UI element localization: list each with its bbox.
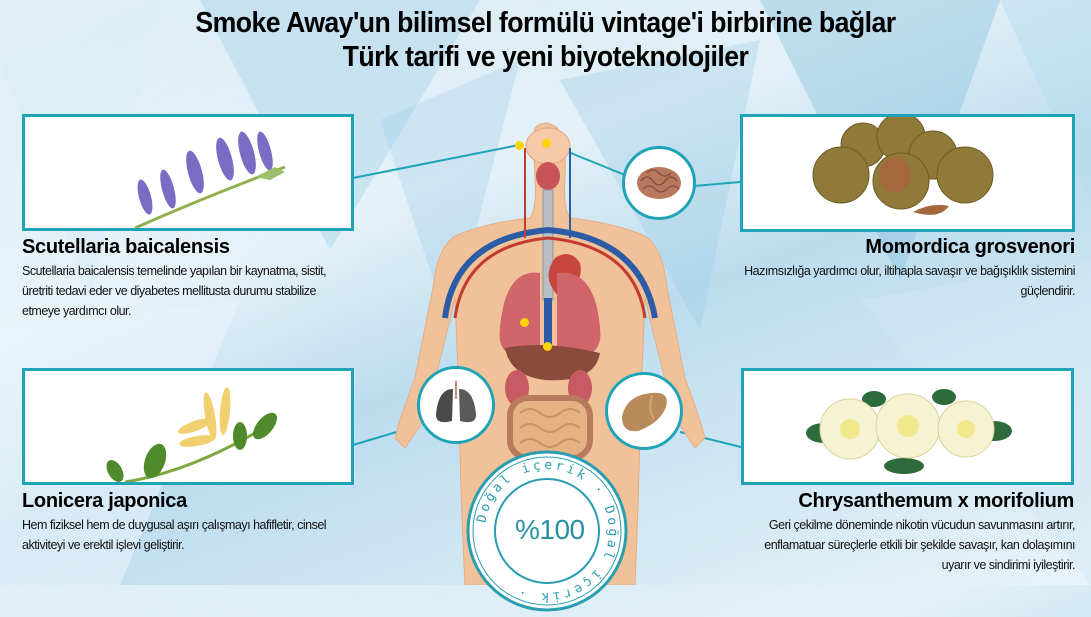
title-line-2: Türk tarifi ve yeni biyoteknolojiler bbox=[342, 41, 749, 73]
lungs-icon bbox=[436, 381, 476, 423]
ingredient-image-lonicera bbox=[22, 368, 354, 485]
stamp-ring: Doğal içerik · Doğal içerik · bbox=[466, 450, 628, 612]
title-line-1: Smoke Away'un bilimsel formülü vintage'i… bbox=[195, 7, 896, 39]
chrysanthemum-icon bbox=[806, 389, 1012, 474]
marker-dot-brain-right bbox=[542, 139, 551, 148]
marker-dot-lungs bbox=[520, 318, 529, 327]
honeysuckle-icon bbox=[106, 387, 277, 482]
lungs-organ-circle bbox=[417, 366, 495, 444]
stamp-value: %100 bbox=[515, 514, 585, 545]
liver-icon bbox=[622, 392, 667, 432]
ingredient-desc-chrysanthemum: Geri çekilme döneminde nikotin vücudun s… bbox=[764, 518, 1075, 572]
ingredient-name-lonicera: Lonicera japonica bbox=[22, 490, 187, 512]
ingredient-desc-lonicera: Hem fiziksel hem de duygusal aşırı çalış… bbox=[22, 518, 327, 552]
ingredient-name-chrysanthemum: Chrysanthemum x morifolium bbox=[798, 490, 1074, 512]
ingredient-image-scutellaria bbox=[22, 114, 354, 231]
page-title: Smoke Away'un bilimsel formülü vintage'i… bbox=[44, 6, 1048, 74]
brain-organ-circle bbox=[622, 146, 696, 220]
ingredient-name-momordica: Momordica grosvenori bbox=[865, 236, 1075, 258]
monk-fruit-icon bbox=[812, 117, 994, 215]
purple-flower-icon bbox=[134, 131, 286, 228]
marker-dot-brain-left bbox=[515, 141, 524, 150]
brain-icon bbox=[637, 167, 681, 199]
ingredient-desc-scutellaria: Scutellaria baicalensis temelinde yapıla… bbox=[22, 264, 327, 318]
liver-organ-circle bbox=[605, 372, 683, 450]
natural-ingredient-stamp: Doğal içerik · Doğal içerik · %100 bbox=[466, 450, 628, 612]
marker-dot-liver bbox=[543, 342, 552, 351]
ingredient-image-momordica bbox=[740, 114, 1075, 232]
ingredient-name-scutellaria: Scutellaria baicalensis bbox=[22, 236, 230, 258]
ingredient-desc-momordica: Hazımsızlığa yardımcı olur, iltihapla sa… bbox=[744, 264, 1075, 298]
human-body-illustration bbox=[395, 122, 705, 585]
ingredient-image-chrysanthemum bbox=[741, 368, 1074, 485]
